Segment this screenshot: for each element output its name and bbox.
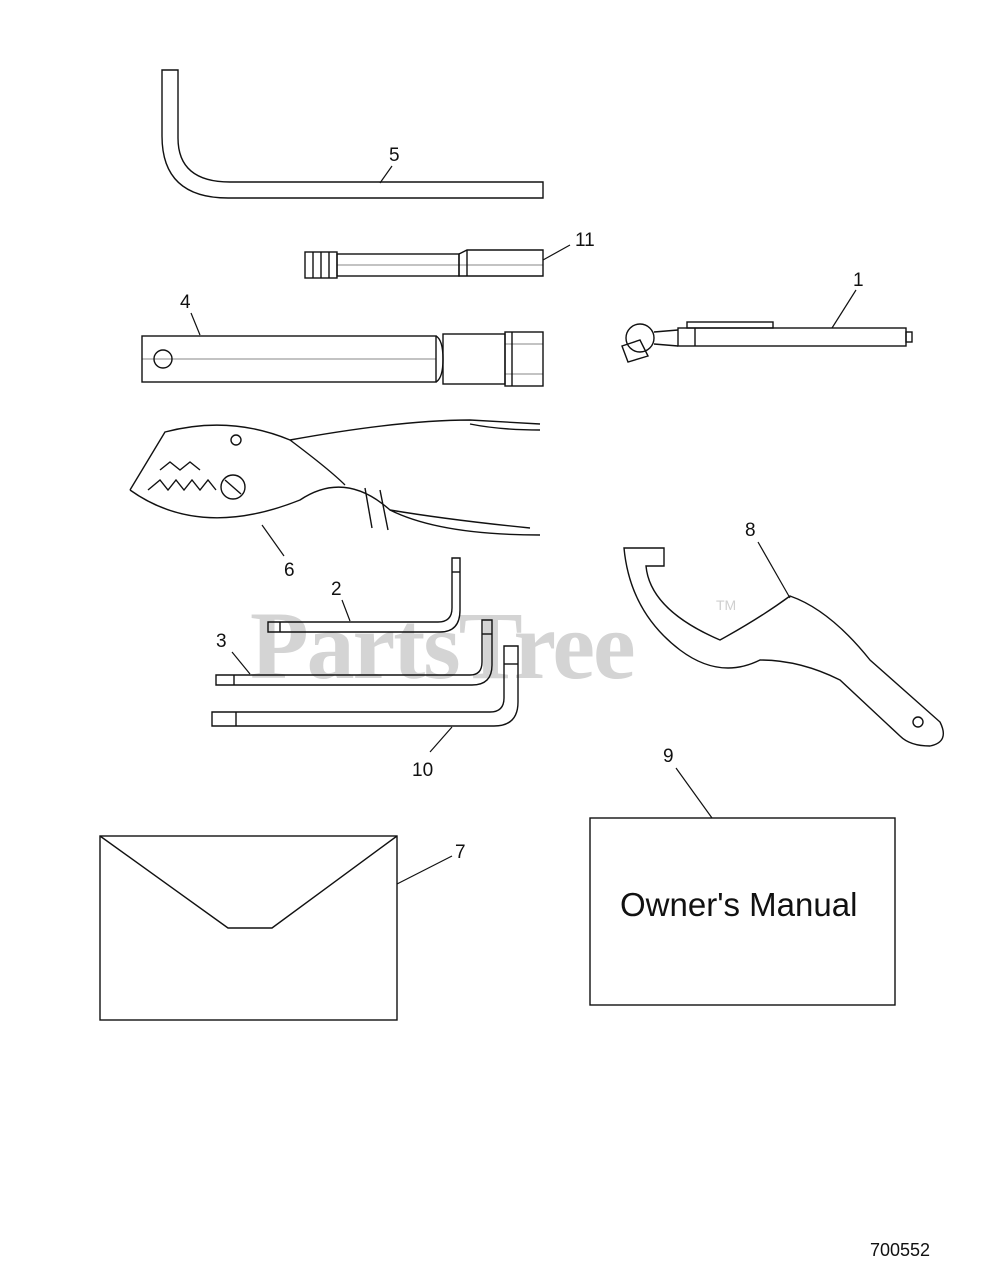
callout-9: 9 xyxy=(663,746,674,767)
callout-5: 5 xyxy=(389,145,400,166)
callout-10: 10 xyxy=(412,760,433,781)
owners-manual-label: Owner's Manual xyxy=(620,886,857,923)
watermark-text: PartsTree xyxy=(250,592,634,699)
part-7-envelope[interactable] xyxy=(99,835,398,1021)
leader-4 xyxy=(190,312,201,336)
callout-4: 4 xyxy=(180,292,191,313)
part-9-owners-manual[interactable] xyxy=(589,817,896,1006)
diagram-number: 700552 xyxy=(870,1240,930,1260)
part-3-medium-hex-key[interactable] xyxy=(215,619,493,686)
part-11-socket-extension[interactable] xyxy=(304,249,544,279)
part-1-screwdriver[interactable] xyxy=(621,321,913,363)
part-2-small-hex-key[interactable] xyxy=(267,557,461,633)
callout-7: 7 xyxy=(455,842,466,863)
leader-6 xyxy=(261,524,285,557)
watermark-tm: TM xyxy=(716,597,736,613)
part-8-spanner-wrench[interactable] xyxy=(623,547,944,747)
leader-2 xyxy=(341,599,351,622)
part-6-pliers[interactable] xyxy=(129,419,541,536)
part-4-tube-wrench[interactable] xyxy=(141,331,544,387)
callout-11: 11 xyxy=(575,230,595,251)
leader-7 xyxy=(396,855,453,885)
callout-6: 6 xyxy=(284,560,295,581)
part-10-large-hex-key[interactable] xyxy=(211,645,519,727)
callout-3: 3 xyxy=(216,631,227,652)
leader-5 xyxy=(379,165,393,184)
leader-9 xyxy=(675,767,713,819)
part-5-l-rod[interactable] xyxy=(161,69,544,199)
callout-1: 1 xyxy=(853,270,864,291)
leader-1 xyxy=(831,289,857,329)
leader-8 xyxy=(757,541,791,599)
leader-10 xyxy=(429,726,453,753)
leader-11 xyxy=(542,244,571,261)
leader-3 xyxy=(231,651,251,675)
callout-2: 2 xyxy=(331,579,342,600)
callout-8: 8 xyxy=(745,520,756,541)
